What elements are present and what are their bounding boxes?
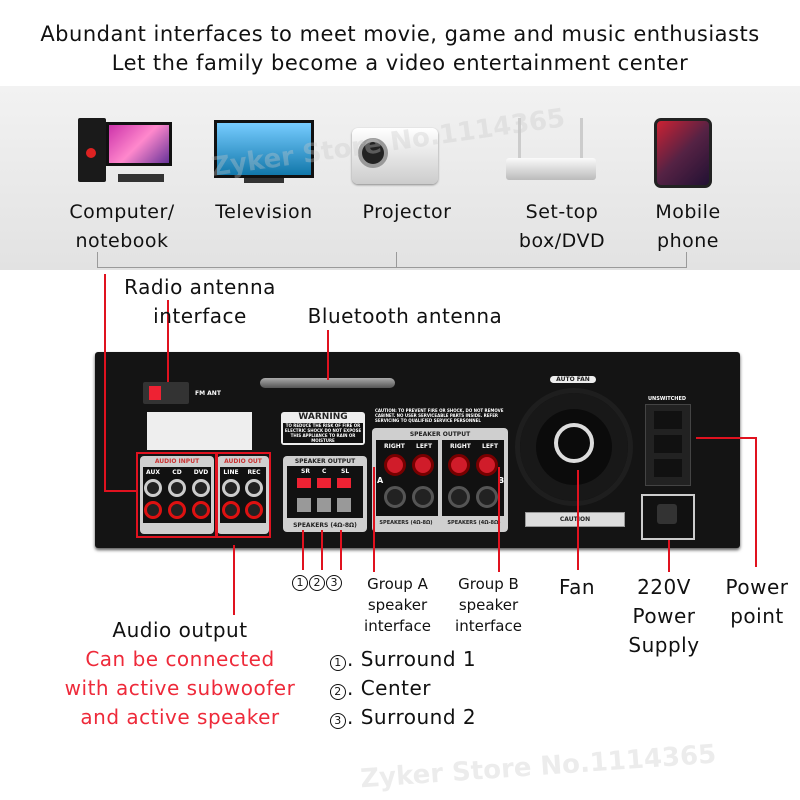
- phone-icon: [654, 118, 712, 188]
- legend-item: 3. Surround 2: [330, 703, 476, 732]
- callout-line: [104, 274, 106, 491]
- router-icon: [506, 118, 596, 184]
- eq-graph: [147, 412, 252, 450]
- callout-line: [498, 467, 500, 572]
- callout-line: [321, 530, 323, 570]
- warning-label: WARNING TO REDUCE THE RISK OF FIRE OR EL…: [281, 412, 365, 445]
- projector-icon: [352, 128, 438, 184]
- caution-label: CAUTION: [525, 512, 625, 527]
- number-3: 3: [326, 575, 342, 591]
- callout-line: [668, 540, 670, 572]
- fm-antenna-terminal: [143, 382, 189, 404]
- bluetooth-antenna-label: Bluetooth antenna: [307, 304, 503, 328]
- watermark: Zyker Store No.1114365: [359, 739, 718, 795]
- line-out-label: LINE: [223, 469, 239, 476]
- power-inlet: [641, 494, 695, 540]
- bluetooth-antenna: [260, 378, 395, 388]
- callout-line: [302, 530, 304, 570]
- computer-icon: [78, 118, 178, 186]
- callout-line: [373, 467, 375, 572]
- bracket-tick: [686, 252, 687, 267]
- heading-line2: Let the family become a video entertainm…: [111, 51, 689, 75]
- tv-icon: [214, 120, 314, 184]
- bracket-tick: [396, 252, 397, 267]
- callout-line: [755, 437, 757, 567]
- callout-line: [327, 330, 329, 380]
- auto-fan-label: AUTO FAN: [550, 376, 596, 383]
- power-outlets: [645, 404, 691, 486]
- callout-line: [696, 437, 756, 439]
- device-projector-label: Projector: [362, 201, 452, 223]
- fm-ant-label: FM ANT: [195, 390, 221, 397]
- audio-output-label: Audio output: [112, 618, 248, 642]
- fan-label: Fan: [558, 575, 596, 599]
- bracket-tick: [97, 252, 98, 267]
- callout-line: [577, 470, 579, 570]
- device-computer-label: Computer/notebook: [69, 201, 175, 252]
- caution-text: CAUTION: TO PREVENT FIRE OR SHOCK, DO NO…: [375, 408, 504, 423]
- bracket-line: [97, 267, 687, 268]
- heading-line1: Abundant interfaces to meet movie, game …: [40, 22, 760, 46]
- legend-item: 2. Center: [330, 674, 476, 703]
- legend-item: 1. Surround 1: [330, 645, 476, 674]
- rec-out-label: REC: [247, 469, 261, 476]
- callout-line: [167, 300, 169, 382]
- audio-out-highlight: [215, 452, 271, 538]
- unswitched-label: UNSWITCHED: [647, 396, 687, 402]
- device-tv-label: Television: [215, 201, 313, 223]
- surround-legend: 1. Surround 1 2. Center 3. Surround 2: [330, 645, 476, 732]
- fan-grille: [515, 388, 633, 506]
- callout-line: [340, 530, 342, 570]
- number-1: 1: [292, 575, 308, 591]
- callout-line: [104, 490, 136, 492]
- audio-out-panel: AUDIO OUT LINE REC: [217, 456, 269, 534]
- callout-line: [233, 545, 235, 615]
- number-2: 2: [309, 575, 325, 591]
- audio-input-highlight: [136, 452, 218, 538]
